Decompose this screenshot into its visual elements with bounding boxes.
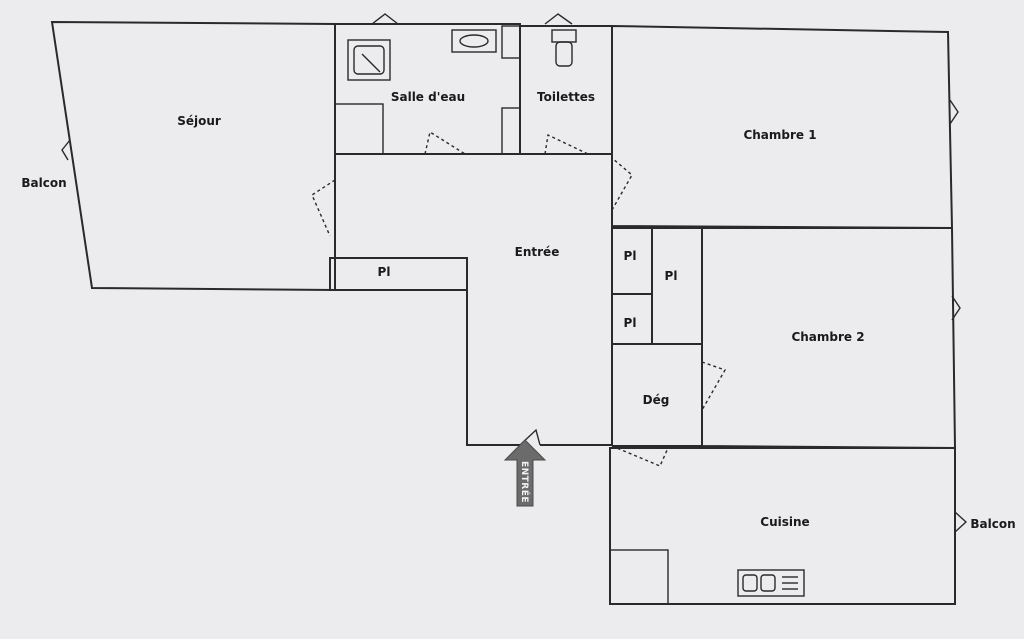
- balcony-label-left: Balcon: [21, 176, 67, 190]
- toilettes-door: [544, 133, 589, 155]
- balcony-door-left: [61, 139, 71, 161]
- placard-sejour: [329, 257, 468, 291]
- cooktop: [737, 569, 805, 597]
- entrance-arrow-label: ENTRÉE: [519, 460, 529, 504]
- entree-walls: [335, 153, 613, 446]
- cuisine-walls: [609, 447, 956, 605]
- chambre1-walls: [611, 24, 954, 230]
- entrance-arrow-icon: [503, 439, 547, 507]
- chambre1-window: [949, 99, 959, 125]
- balcony-door-right: [954, 511, 968, 533]
- room-label-chambre1: Chambre 1: [743, 128, 817, 142]
- shower-drain-line: [361, 53, 381, 73]
- room-label-chambre2: Chambre 2: [791, 330, 865, 344]
- cooktop-burner-1: [742, 574, 758, 592]
- balcony-label-right: Balcon: [970, 517, 1016, 531]
- placard-label-2: Pl: [623, 316, 637, 330]
- room-label-cuisine: Cuisine: [760, 515, 810, 529]
- salle-deau-door: [424, 130, 466, 155]
- shower-inner: [353, 45, 385, 75]
- salle-deau-cabinet: [334, 103, 384, 155]
- salle-deau-window: [371, 13, 399, 25]
- room-label-sejour: Séjour: [177, 114, 221, 128]
- cooktop-burner-2: [760, 574, 776, 592]
- salle-deau-niche: [501, 25, 521, 59]
- room-label-toilettes: Toilettes: [537, 90, 595, 104]
- cuisine-counter: [609, 549, 669, 605]
- shower-tray: [347, 39, 391, 81]
- chambre2-door: [701, 361, 727, 411]
- salle-deau-walls: [334, 23, 521, 155]
- room-label-salle-deau: Salle d'eau: [390, 90, 466, 104]
- toilettes-window: [544, 13, 573, 25]
- placard-label-1: Pl: [623, 249, 637, 263]
- washbasin-bowl: [459, 34, 489, 48]
- placard-label-3: Pl: [664, 269, 678, 283]
- salle-deau-niche-2: [501, 107, 521, 155]
- deg-walls: [612, 343, 703, 447]
- placard-3: [651, 227, 703, 345]
- chambre2-window-top: [951, 295, 961, 321]
- entree-walls-left: [334, 154, 520, 446]
- room-label-entree: Entrée: [514, 245, 560, 259]
- sejour-walls: [50, 20, 336, 292]
- toilet-bowl: [555, 41, 573, 67]
- room-label-deg: Dég: [642, 393, 670, 407]
- washbasin: [451, 29, 497, 53]
- sejour-door: [311, 179, 336, 237]
- chambre1-door: [611, 157, 633, 211]
- placard-label-sejour: Pl: [377, 265, 391, 279]
- toilet-tank: [551, 29, 577, 43]
